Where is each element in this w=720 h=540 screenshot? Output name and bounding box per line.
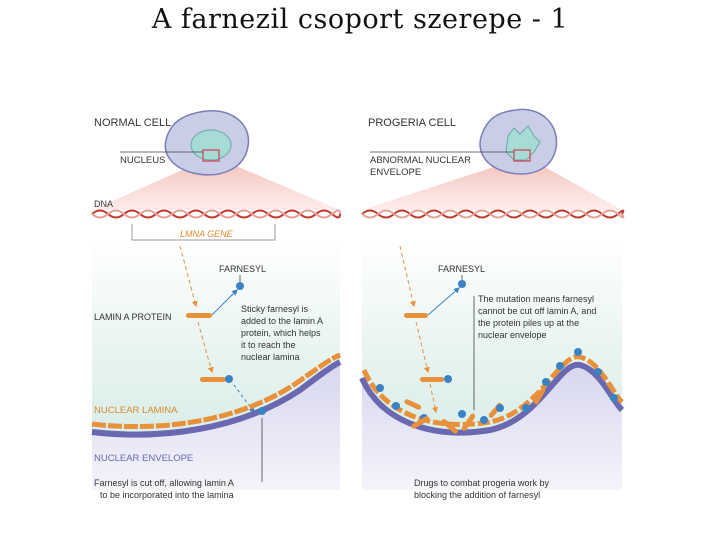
normal-caption-line-2: to be incorporated into the lamina [100,490,234,500]
progeria-farnesyl-label: FARNESYL [438,264,485,274]
lmna-gene-label: LMNA GENE [180,229,234,239]
mutation-line-4: nuclear envelope [478,330,547,340]
abnormal-envelope-line-1: ABNORMAL NUCLEAR [370,155,471,166]
sticky-line-4: it to reach the [241,340,296,350]
normal-farnesyl-label: FARNESYL [219,264,266,274]
progeria-envelope-area [362,364,622,490]
sticky-line-5: nuclear lamina [241,352,300,362]
abnormal-envelope-line-2: ENVELOPE [370,167,421,178]
mutation-line-1: The mutation means farnesyl [478,294,594,304]
zoom-fan [362,160,622,210]
sticky-line-3: protein, which helps [241,328,321,338]
progeria-dna-helix [361,209,625,219]
normal-cell-panel: NORMAL CELL NUCLEUS DNA LMNA GENE FARNES… [91,110,342,500]
farnesyl-molecule [236,282,244,290]
normal-cell-header: NORMAL CELL [94,117,171,129]
lamin-a-protein-label: LAMIN A PROTEIN [94,312,172,322]
nuclear-envelope-label: NUCLEAR ENVELOPE [94,453,193,464]
normal-nuclear-lamina [91,352,341,430]
piled-lamin-a [376,348,618,434]
normal-dna-helix [91,209,341,219]
lamin-a-protein [186,313,212,318]
progeria-cell-panel: PROGERIA CELL ABNORMAL NUCLEAR ENVELOPE … [359,108,625,500]
sticky-line-2: added to the lamin A [241,316,323,326]
farnesylated-lamin-a [200,377,226,382]
normal-zoom-box [202,149,220,162]
gene-bracket [131,224,276,241]
zoom-fan [92,160,340,210]
mutation-line-2: cannot be cut off lamin A, and [478,306,596,316]
progeria-cell-header: PROGERIA CELL [368,117,456,129]
normal-nucleus [190,129,232,161]
progeria-zoom-box [513,149,531,162]
nuclear-lamina-label: NUCLEAR LAMINA [94,405,178,416]
progeria-caption-line-1: Drugs to combat progeria work by [414,478,550,488]
progeria-caption-line-2: blocking the addition of farnesyl [414,490,540,500]
mutation-line-3: the protein piles up at the [478,318,579,328]
dna-label: DNA [94,199,113,209]
normal-caption-line-1: Farnesyl is cut off, allowing lamin A [94,478,234,488]
normal-nuclear-envelope [91,359,342,438]
progeria-nuclear-envelope [359,361,625,436]
sticky-line-1: Sticky farnesyl is [241,304,309,314]
slide-title: A farnezil csoport szerepe - 1 [151,4,569,35]
nucleus-label: NUCLEUS [120,155,165,166]
